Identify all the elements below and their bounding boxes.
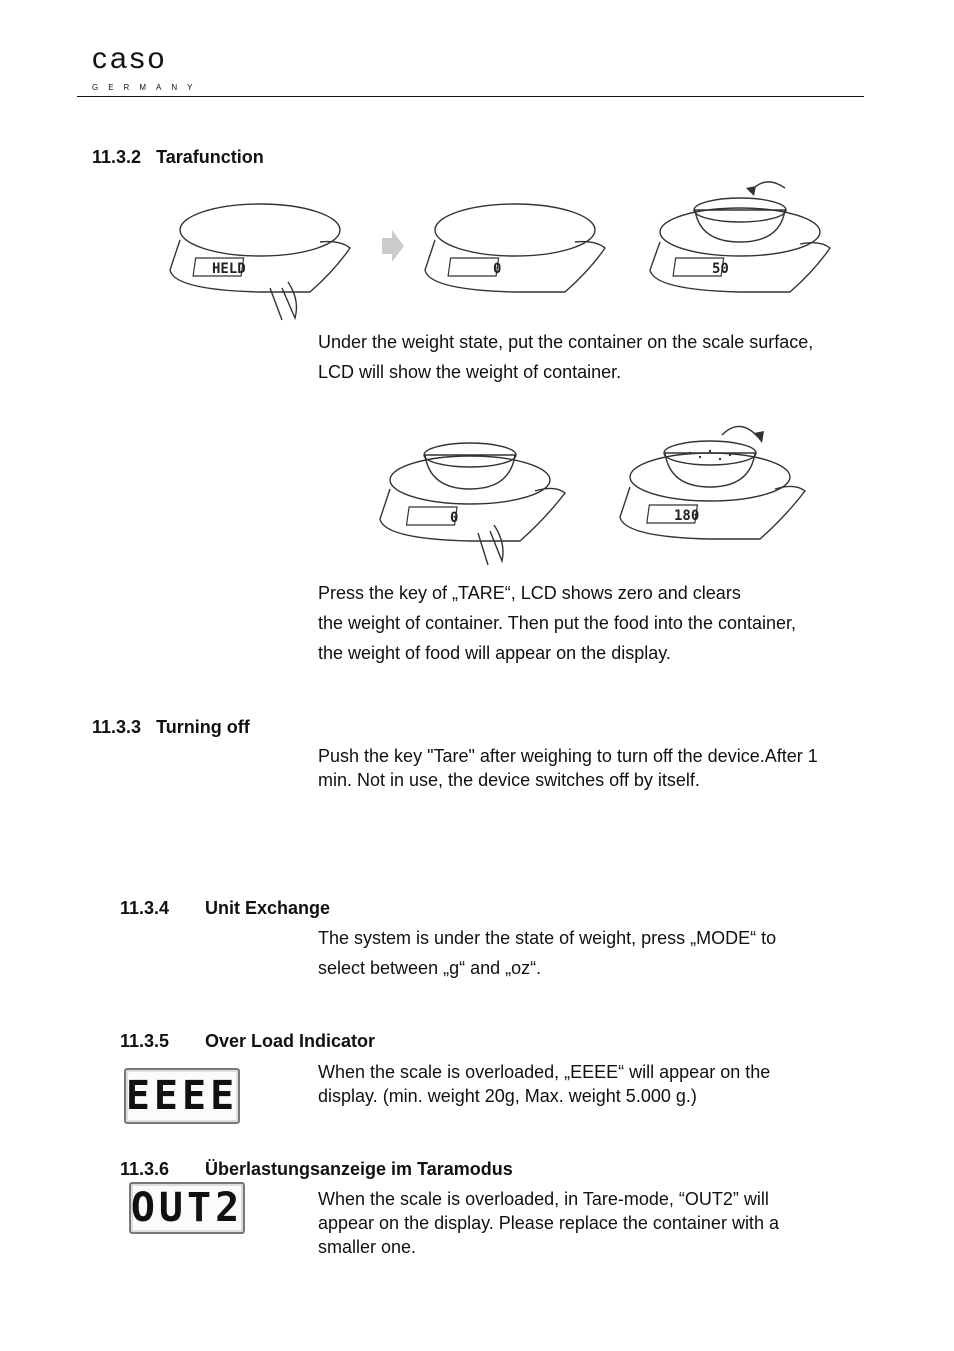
section-heading-taraoverload: 11.3.6 Überlastungsanzeige im Taramodus	[120, 1158, 513, 1180]
arrow-right-icon	[382, 230, 404, 262]
brand-subtitle: GERMANY	[92, 83, 203, 92]
paragraph: When the scale is overloaded, „EEEE“ wil…	[318, 1060, 878, 1108]
scale-display-text: 180	[674, 508, 699, 524]
lcd-display-out2: OUT2	[129, 1182, 245, 1234]
paragraph-line: LCD will show the weight of container.	[318, 362, 622, 382]
section-heading-overload: 11.3.5 Over Load Indicator	[120, 1030, 375, 1052]
section-title: Unit Exchange	[205, 898, 331, 918]
lcd-display-eeee: EEEE	[124, 1068, 240, 1124]
brand-logo: caso	[92, 42, 168, 75]
section-heading-tara: 11.3.2 Tarafunction	[92, 146, 264, 168]
paragraph-line: Push the key "Tare" after weighing to tu…	[318, 746, 818, 766]
scale-illustration: 50	[649, 181, 831, 293]
section-heading-off: 11.3.3 Turning off	[92, 716, 250, 738]
tara-figure-2: 0 180	[379, 425, 806, 566]
paragraph-line: Under the weight state, put the containe…	[318, 332, 814, 352]
paragraph-line: the weight of food will appear on the di…	[318, 643, 671, 663]
section-number: 11.3.6	[120, 1159, 170, 1179]
scale-display-text: 0	[493, 261, 501, 277]
section-number: 11.3.2	[92, 147, 142, 167]
paragraph-line: When the scale is overloaded, in Tare-mo…	[318, 1189, 769, 1209]
paragraph-line: select between „g“ and „oz“.	[318, 958, 542, 978]
section-title: Turning off	[156, 717, 250, 737]
paragraph: Press the key of „TARE“, LCD shows zero …	[318, 578, 878, 668]
scale-illustration: 180	[619, 425, 806, 540]
scale-illustration: 0	[424, 203, 606, 293]
scale-display-text: 50	[712, 261, 729, 277]
scale-display-text: HELD	[212, 261, 246, 277]
paragraph-line: smaller one.	[318, 1237, 417, 1257]
section-title: Tarafunction	[156, 147, 264, 167]
section-number: 11.3.4	[120, 898, 170, 918]
paragraph-line: the weight of container. Then put the fo…	[318, 613, 797, 633]
scale-illustration: 0	[379, 442, 566, 566]
section-title: Überlastungsanzeige im Taramodus	[205, 1159, 513, 1179]
paragraph: Under the weight state, put the containe…	[318, 327, 878, 387]
paragraph-line: Press the key of „TARE“, LCD shows zero …	[318, 583, 741, 603]
paragraph: Push the key "Tare" after weighing to tu…	[318, 744, 878, 792]
paragraph: When the scale is overloaded, in Tare-mo…	[318, 1187, 878, 1259]
lcd-text: OUT2	[130, 1185, 244, 1231]
scale-display-text: 0	[450, 510, 458, 526]
paragraph-line: display. (min. weight 20g, Max. weight 5…	[318, 1086, 697, 1106]
lcd-text: EEEE	[125, 1073, 239, 1119]
tara-figure-1: HELD 0 50	[169, 181, 831, 321]
paragraph-line: appear on the display. Please replace th…	[318, 1213, 779, 1233]
paragraph: The system is under the state of weight,…	[318, 923, 878, 983]
scale-illustration: HELD	[169, 203, 351, 321]
section-title: Over Load Indicator	[205, 1031, 376, 1051]
section-heading-unit: 11.3.4 Unit Exchange	[120, 897, 330, 919]
paragraph-line: The system is under the state of weight,…	[318, 928, 777, 948]
header-divider	[77, 96, 864, 97]
paragraph-line: When the scale is overloaded, „EEEE“ wil…	[318, 1062, 771, 1082]
section-number: 11.3.3	[92, 717, 142, 737]
section-number: 11.3.5	[120, 1031, 170, 1051]
paragraph-line: min. Not in use, the device switches off…	[318, 770, 700, 790]
